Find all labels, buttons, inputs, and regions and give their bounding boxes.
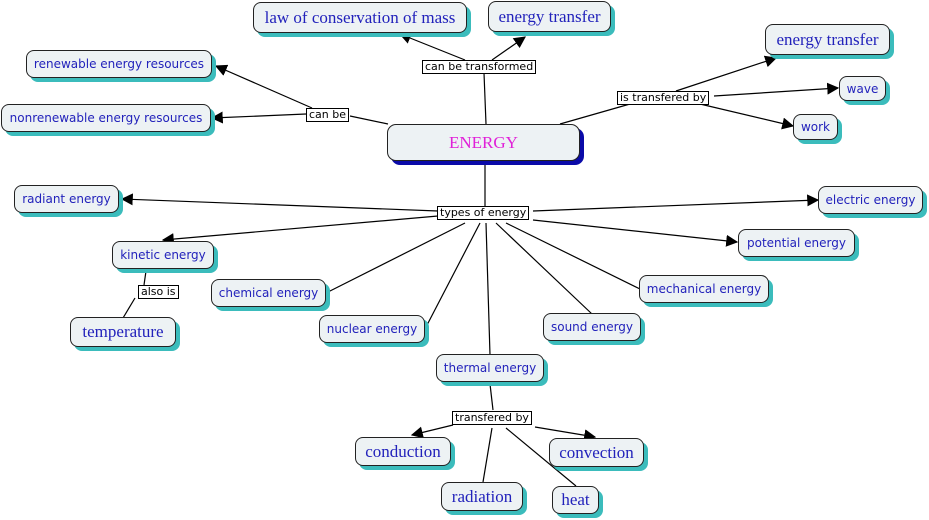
concept-sound-energy[interactable]: sound energy (543, 313, 641, 341)
link-label-can-be[interactable]: can be (306, 108, 350, 122)
link-line (491, 36, 526, 61)
concept-kinetic-energy[interactable]: kinetic energy (112, 241, 214, 269)
concept-work[interactable]: work (793, 114, 838, 140)
link-line (495, 222, 593, 315)
link-line (713, 82, 840, 97)
root-concept-energy[interactable]: ENERGY (387, 124, 580, 161)
link-line (489, 383, 494, 411)
concept-electric-energy[interactable]: electric energy (818, 186, 923, 214)
concept-convection[interactable]: convection (549, 438, 644, 467)
link-line (675, 55, 778, 92)
concept-heat[interactable]: heat (552, 486, 599, 514)
root-concept-label: ENERGY (449, 132, 518, 152)
link-line (327, 222, 466, 293)
link-line (410, 424, 454, 439)
link-line (559, 103, 631, 125)
link-line (425, 222, 481, 328)
concept-nonrenewable-energy-resources[interactable]: nonrenewable energy resources (1, 104, 211, 132)
link-line (349, 115, 389, 125)
link-line (120, 193, 439, 212)
concept-potential-energy[interactable]: potential energy (738, 229, 855, 257)
link-line (161, 215, 439, 246)
link-line (143, 270, 147, 286)
concept-chemical-energy[interactable]: chemical energy (211, 279, 326, 307)
concept-mechanical-energy[interactable]: mechanical energy (639, 275, 769, 303)
link-line (699, 103, 795, 130)
link-line (482, 427, 493, 483)
link-line (505, 427, 577, 487)
concept-temperature[interactable]: temperature (70, 317, 176, 347)
concept-renewable-energy-resources[interactable]: renewable energy resources (26, 50, 212, 78)
link-line (505, 222, 641, 290)
link-label-also-is[interactable]: also is (138, 285, 179, 299)
concept-energy-transfer-top[interactable]: energy transfer (488, 1, 611, 32)
link-line (398, 32, 466, 61)
link-label-can-be-transformed[interactable]: can be transformed (422, 60, 537, 74)
concept-nuclear-energy[interactable]: nuclear energy (319, 315, 425, 343)
concept-conduction[interactable]: conduction (355, 437, 451, 466)
link-line (214, 64, 313, 109)
concept-radiant-energy[interactable]: radiant energy (14, 185, 119, 213)
link-label-transfered-by[interactable]: transfered by (452, 411, 532, 425)
link-line (532, 219, 739, 247)
link-line (483, 72, 487, 125)
link-line (534, 426, 597, 442)
concept-thermal-energy[interactable]: thermal energy (436, 354, 544, 382)
link-label-types-of-energy[interactable]: types of energy (437, 206, 530, 220)
concept-energy-transfer-right[interactable]: energy transfer (765, 24, 890, 55)
link-label-is-transfered-by[interactable]: is transfered by (617, 91, 710, 105)
link-line (210, 111, 307, 124)
concept-law-of-conservation-of-mass[interactable]: law of conservation of mass (253, 2, 467, 33)
link-line (122, 297, 136, 319)
concept-radiation[interactable]: radiation (441, 482, 523, 511)
concept-wave[interactable]: wave (839, 76, 886, 101)
link-line (485, 222, 491, 356)
link-line (532, 194, 820, 212)
